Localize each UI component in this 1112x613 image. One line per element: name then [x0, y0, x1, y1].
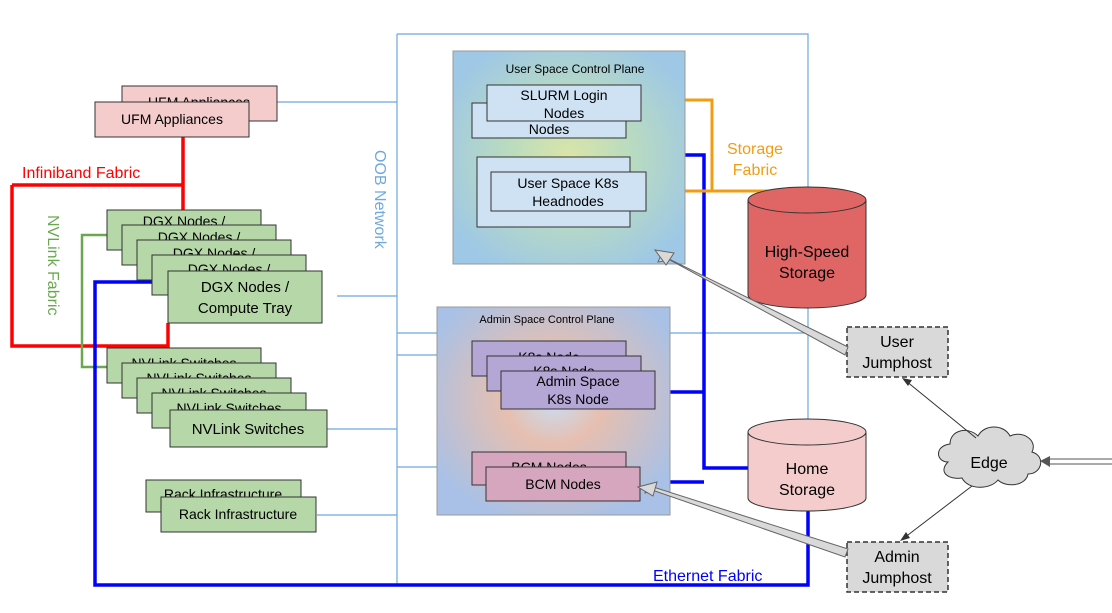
ethernet-fabric-label: Ethernet Fabric [653, 568, 762, 585]
nvlink-switches-stack[interactable]: NVLink Switches NVLink Switches NVLink S… [106, 347, 328, 448]
bcm-node[interactable]: BCM Nodes [485, 466, 641, 502]
admin-k8s-line1: Admin Space [536, 373, 619, 389]
edge-cloud[interactable]: Edge [938, 426, 1042, 488]
user-jumphost-line1: User [880, 334, 914, 351]
slurm-login-node[interactable]: SLURM Login Nodes [486, 84, 642, 122]
admin-jumphost-line1: Admin [874, 549, 919, 566]
storage-fabric-label-line2: Fabric [733, 162, 777, 179]
hs-storage-line1: High-Speed [765, 244, 850, 261]
home-storage-line1: Home [786, 461, 829, 478]
edge-label: Edge [970, 455, 1007, 472]
jumphost-access-arrows [636, 249, 849, 558]
slurm-front-line2: Nodes [544, 105, 584, 121]
rack-infrastructure[interactable]: Rack Infrastructure Rack Infrastructure [145, 479, 317, 533]
user-jumphost[interactable]: User Jumphost [846, 326, 949, 378]
home-storage-line2: Storage [779, 482, 835, 499]
storage-fabric-label-line1: Storage [727, 141, 783, 158]
user-k8s-line1: User Space K8s [517, 175, 618, 191]
slurm-back-label: Nodes [529, 121, 569, 137]
slurm-front-line1: SLURM Login [520, 87, 607, 103]
admin-space-control-plane[interactable]: Admin Space Control Plane K8s Node K8s N… [436, 306, 671, 516]
dgx-front-line1: DGX Nodes / [201, 279, 290, 296]
edge-incoming-arrow [1040, 456, 1112, 467]
admin-jumphost[interactable]: Admin Jumphost [846, 541, 949, 593]
admin-k8s-line2: K8s Node [547, 391, 609, 407]
home-storage[interactable]: Home Storage [747, 418, 867, 512]
user-jumphost-line2: Jumphost [862, 355, 932, 372]
infiniband-fabric-label: Infiniband Fabric [22, 165, 140, 182]
user-k8s-line2: Headnodes [532, 193, 604, 209]
hs-storage-line2: Storage [779, 265, 835, 282]
user-space-control-plane[interactable]: User Space Control Plane Nodes SLURM Log… [452, 50, 686, 265]
admin-k8s-node[interactable]: Admin Space K8s Node [500, 370, 656, 410]
infiniband-fabric-lines [10, 135, 185, 348]
admin-jumphost-line2: Jumphost [862, 570, 932, 587]
nvlink-front-label: NVLink Switches [192, 421, 305, 438]
user-plane-title: User Space Control Plane [506, 62, 645, 76]
edge-to-jumphost-arrows [900, 378, 977, 541]
user-k8s-headnode[interactable]: User Space K8s Headnodes [490, 171, 647, 212]
dgx-compute-stack[interactable]: DGX Nodes / DGX Nodes / DGX Nodes / DGX … [106, 209, 323, 324]
nvlink-fabric-label: NVLink Fabric [44, 215, 61, 315]
ufm-appliances[interactable]: UFM Appliances UFM Appliances [94, 85, 278, 138]
oob-network-label: OOB Network [371, 150, 388, 250]
high-speed-storage[interactable]: High-Speed Storage [747, 186, 867, 309]
rack-front-label: Rack Infrastructure [179, 506, 297, 522]
admin-plane-title: Admin Space Control Plane [479, 314, 614, 326]
dgx-front-line2: Compute Tray [198, 300, 293, 317]
ufm-front-label: UFM Appliances [121, 111, 223, 127]
bcm-front-label: BCM Nodes [525, 476, 600, 492]
